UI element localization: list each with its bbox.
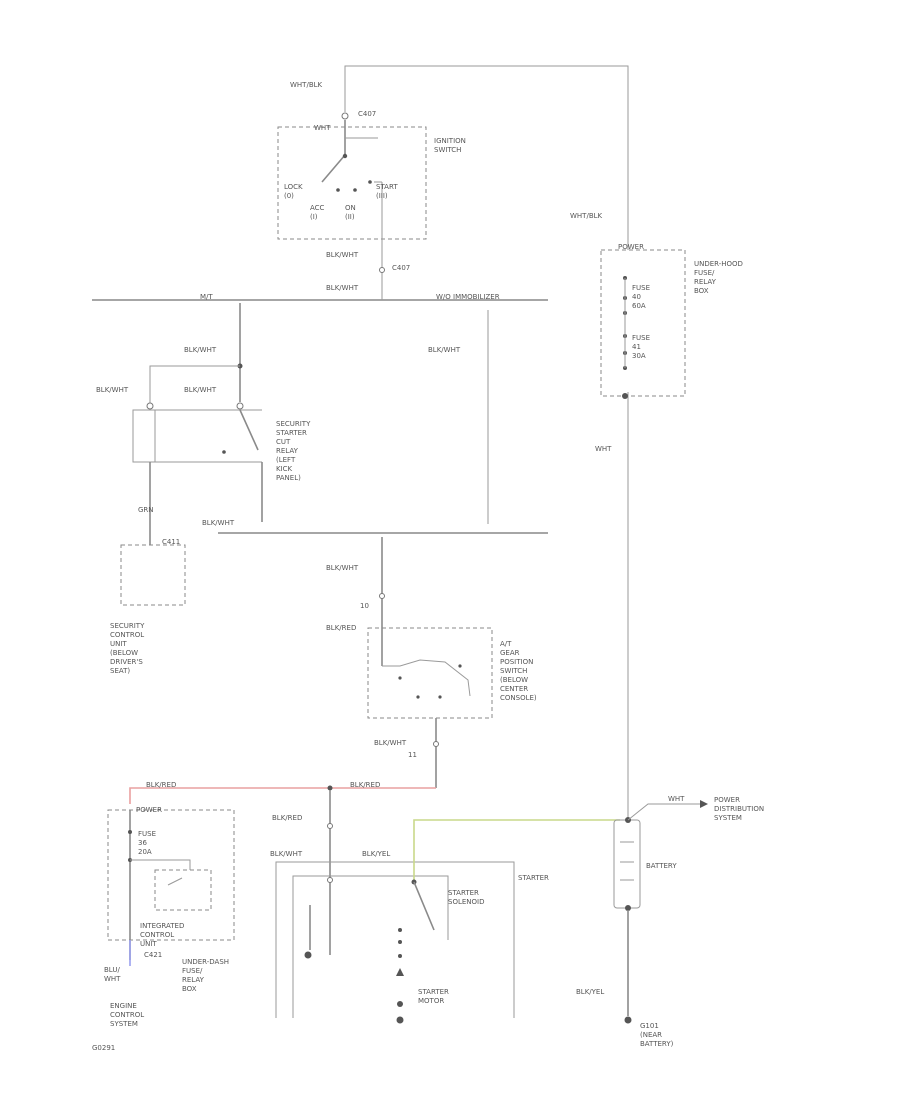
security-control-unit-box — [120, 544, 186, 606]
lbl-blk-wht-g: BLK/WHT — [202, 519, 235, 527]
lbl-bus-left: M/T — [200, 293, 213, 301]
lbl-blk-wht-a: BLK/WHT — [326, 251, 359, 259]
gear-position-switch — [367, 537, 493, 788]
blk-red-wire — [129, 787, 436, 804]
lbl-wht-pd: WHT — [668, 795, 685, 803]
lbl-blk-wht-c: BLK/WHT — [184, 346, 217, 354]
ignition-switch — [277, 112, 427, 300]
battery — [613, 800, 708, 1024]
lbl-c411: C411 — [162, 538, 180, 546]
lbl-blk-wht-e: BLK/WHT — [96, 386, 129, 394]
lbl-wht-blk-top: WHT/BLK — [290, 81, 323, 89]
lbl-blk-wht-i: BLK/WHT — [374, 739, 407, 747]
lbl-blk-yel-b: BLK/YEL — [576, 988, 604, 996]
lbl-fuse-box-top-pin: POWER — [618, 243, 644, 251]
lbl-blk-wht-b: BLK/WHT — [326, 284, 359, 292]
lbl-blk-wht-j: BLK/WHT — [270, 850, 303, 858]
under-dash-fuse-box — [107, 809, 235, 966]
lbl-wht-right: WHT — [595, 445, 612, 453]
lbl-fig-code: G0291 — [92, 1044, 115, 1052]
lbl-grn: GRN — [138, 506, 154, 514]
lbl-c421: C421 — [144, 951, 162, 959]
lbl-wht-sw: WHT — [314, 124, 331, 132]
lbl-blk-red-c: BLK/RED — [350, 781, 380, 789]
lbl-bus-right: W/O IMMOBILIZER — [436, 293, 500, 301]
lbl-pin-11: 11 — [408, 751, 417, 759]
lbl-acc: ACC(I) — [310, 204, 325, 221]
lbl-fuse-box2-pin: POWER — [136, 806, 162, 814]
starter-assembly — [275, 819, 620, 1024]
lbl-blk-wht-d: BLK/WHT — [428, 346, 461, 354]
lbl-blk-wht-h: BLK/WHT — [326, 564, 359, 572]
lbl-blk-yel: BLK/YEL — [362, 850, 390, 858]
lbl-pin-10: 10 — [360, 602, 369, 610]
security-starter-cut-relay — [132, 303, 263, 545]
lbl-c407-top: C407 — [358, 110, 376, 118]
lbl-wht-blk-right: WHT/BLK — [570, 212, 603, 220]
lbl-blu-wht: BLU/WHT — [104, 966, 121, 983]
lbl-start: START(III) — [376, 183, 398, 200]
lbl-battery: BATTERY — [646, 862, 677, 870]
lbl-c407-b: C407 — [392, 264, 410, 272]
lbl-blk-red: BLK/RED — [326, 624, 356, 632]
lbl-blk-red-b: BLK/RED — [146, 781, 176, 789]
lbl-starter-right: STARTER — [518, 874, 549, 882]
lbl-lock: LOCK(0) — [284, 183, 303, 200]
top-feed-wire — [344, 65, 629, 818]
lbl-blk-wht-f: BLK/WHT — [184, 386, 217, 394]
lbl-on: ON(II) — [345, 204, 356, 221]
lbl-blk-red-d: BLK/RED — [272, 814, 302, 822]
under-hood-fuse-box — [600, 249, 686, 399]
